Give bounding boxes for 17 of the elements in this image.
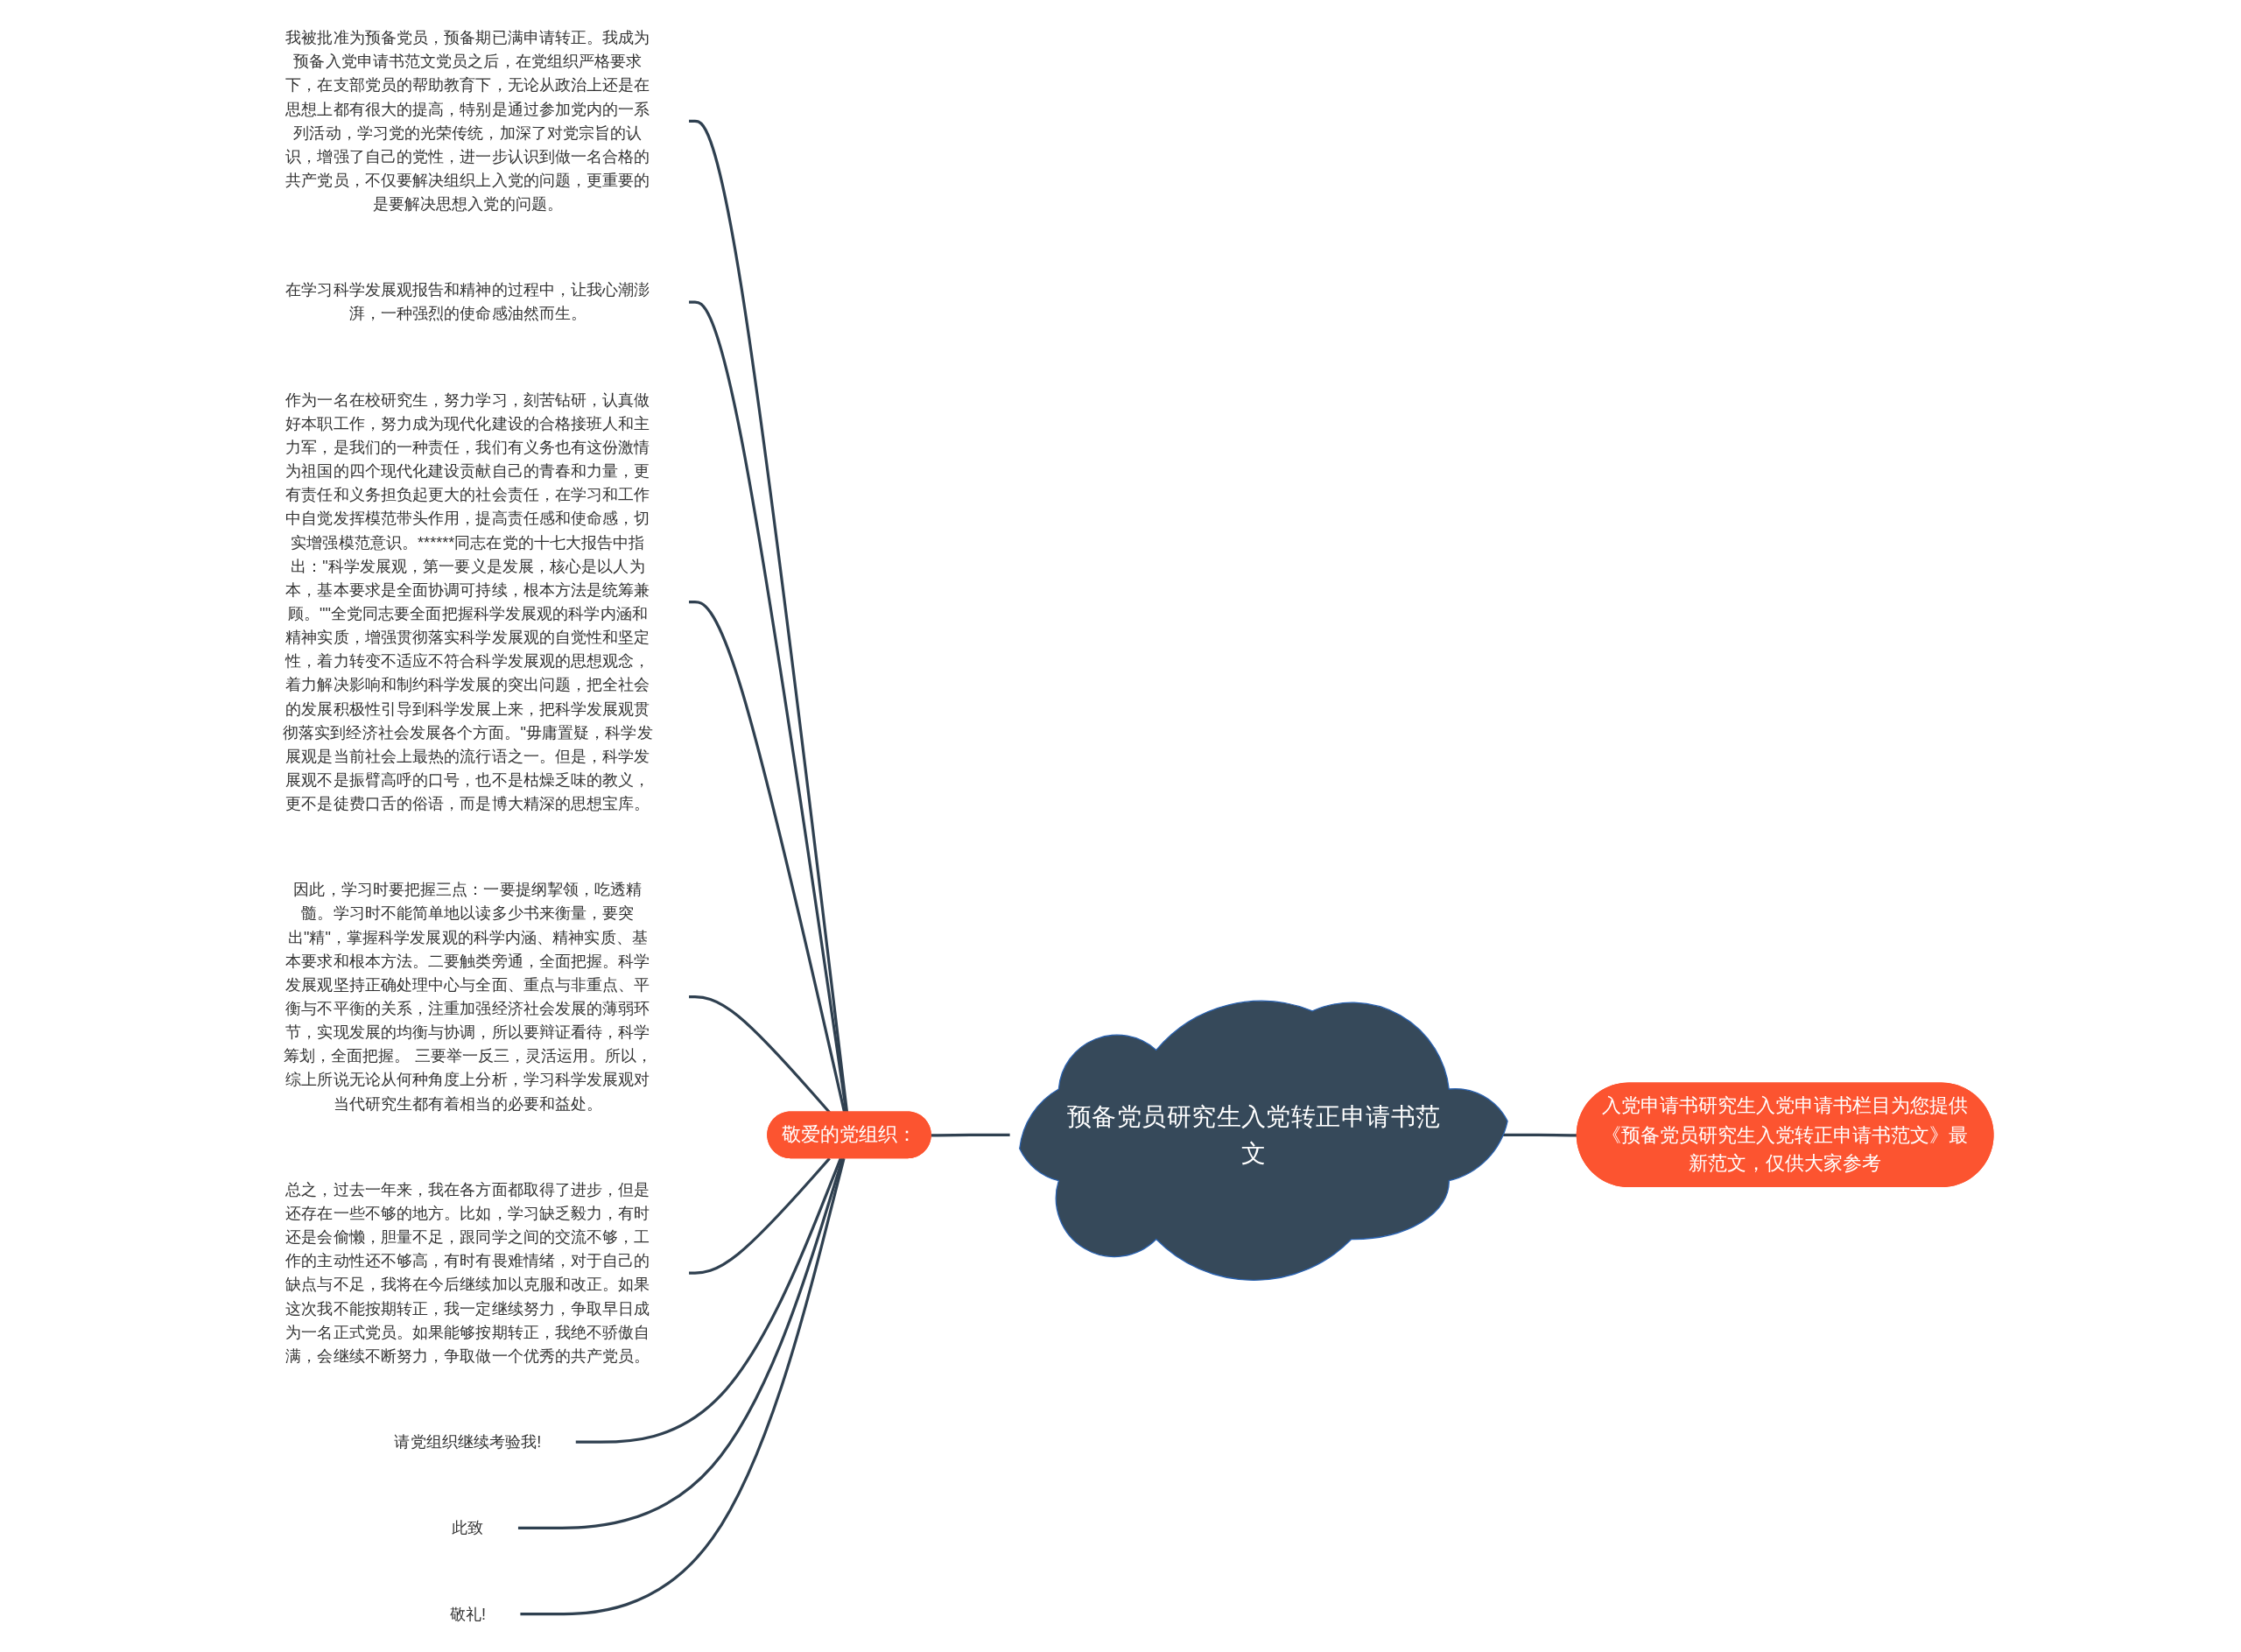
node-text: 请党组织继续考验我! xyxy=(394,1432,542,1451)
connector xyxy=(688,600,847,1114)
connector xyxy=(688,995,832,1114)
connector xyxy=(520,1157,846,1616)
node-text: 总之，过去一年来，我在各方面都取得了进步，但是还存在一些不够的地方。比如，学习缺乏毅力，有时还是会偷懒，胆量不足，跟同学之间的交流不够，工作的主动性还不够高，有时有畏难情绪，对于自己的缺点与不足，我将在今后继续加以克服和改正。如果这次我不能按期转正，我一定继续努力，争取早日成为一名正式党员。如果能够按期转正，我绝不骄傲自满，会继续不断努力，争取做一个优秀的共产党员。 xyxy=(285,1180,650,1365)
node-text: 我被批准为预备党员，预备期已满申请转正。我成为预备入党申请书范文党员之后，在党组织严格要求下，在支部党员的帮助教育下，无论从政治上还是在思想上都有很大的提高，特别是通过参加党内的一系列活动，学习党的光荣传统，加深了对党宗旨的认识，增强了自己的党性，进一步认识到做一名合格的共产党员，不仅要解决组织上入党的问题，更重要的是要解决思想入党的问题。 xyxy=(285,28,650,213)
connector xyxy=(688,1157,832,1275)
node-text: 因此，学习时要把握三点：一要提纲挈领，吃透精髓。学习时不能简单地以读多少书来衡量，要突出"精"，掌握科学发展观的科学内涵、精神实质、基本要求和根本方法。二要触类旁通，全面把握。科学发展观坚持正确处理中心与全面、重点与非重点、平衡与不平衡的关系，注重加强经济社会发展的薄弱环节，实现发展的均衡与协调，所以要辩证看待，科学筹划，全面把握。 三要举一反三，灵活运用。所以，综上所说无论从何种角度上分析，学习科学发展观对当代研究生都有着相当的必要和益处。 xyxy=(284,880,653,1113)
connector xyxy=(931,1133,1010,1137)
node-text: 在学习科学发展观报告和精神的过程中，让我心潮澎湃，一种强烈的使命感油然而生。 xyxy=(285,280,650,323)
connector xyxy=(575,1157,843,1444)
connector xyxy=(517,1157,845,1530)
node-text: 此致 xyxy=(452,1518,484,1537)
node-text: 敬礼! xyxy=(450,1604,487,1623)
connector xyxy=(688,119,849,1113)
node-text: 作为一名在校研究生，努力学习，刻苦钻研，认真做好本职工作，努力成为现代化建设的合格接班人和主力军，是我们的一种责任，我们有义务也有这份激情为祖国的四个现代化建设贡献自己的青春和力量，更有责任和义务担负起更大的社会责任，在学习和工作中自觉发挥模范带头作用，提高责任感和使命感，切实增强模范意识。******同志在党的十七大报告中指出："科学发展观，第一要义是发展，核心是以人为本，基本要求是全面协调可持续，根本方法是统筹兼顾。""全党同志要全面把握科学发展观的科学内涵和精神实质，增强贯彻落实科学发展观的自觉性和坚定性，着力转变不适应不符合科学发展观的思想观念，着力解决影响和制约科学发展的突出问题，把全社会的发展积极性引导到科学发展上来，把科学发展观贯彻落实到经济社会发展各个方面。"毋庸置疑，科学发展观是当前社会上最热的流行语之一。但是，科学发展观不是振臂高呼的口号，也不是枯燥乏味的教义，更不是徒费口舌的俗语，而是博大精深的思想宝库。 xyxy=(283,390,654,812)
connector xyxy=(688,300,848,1114)
